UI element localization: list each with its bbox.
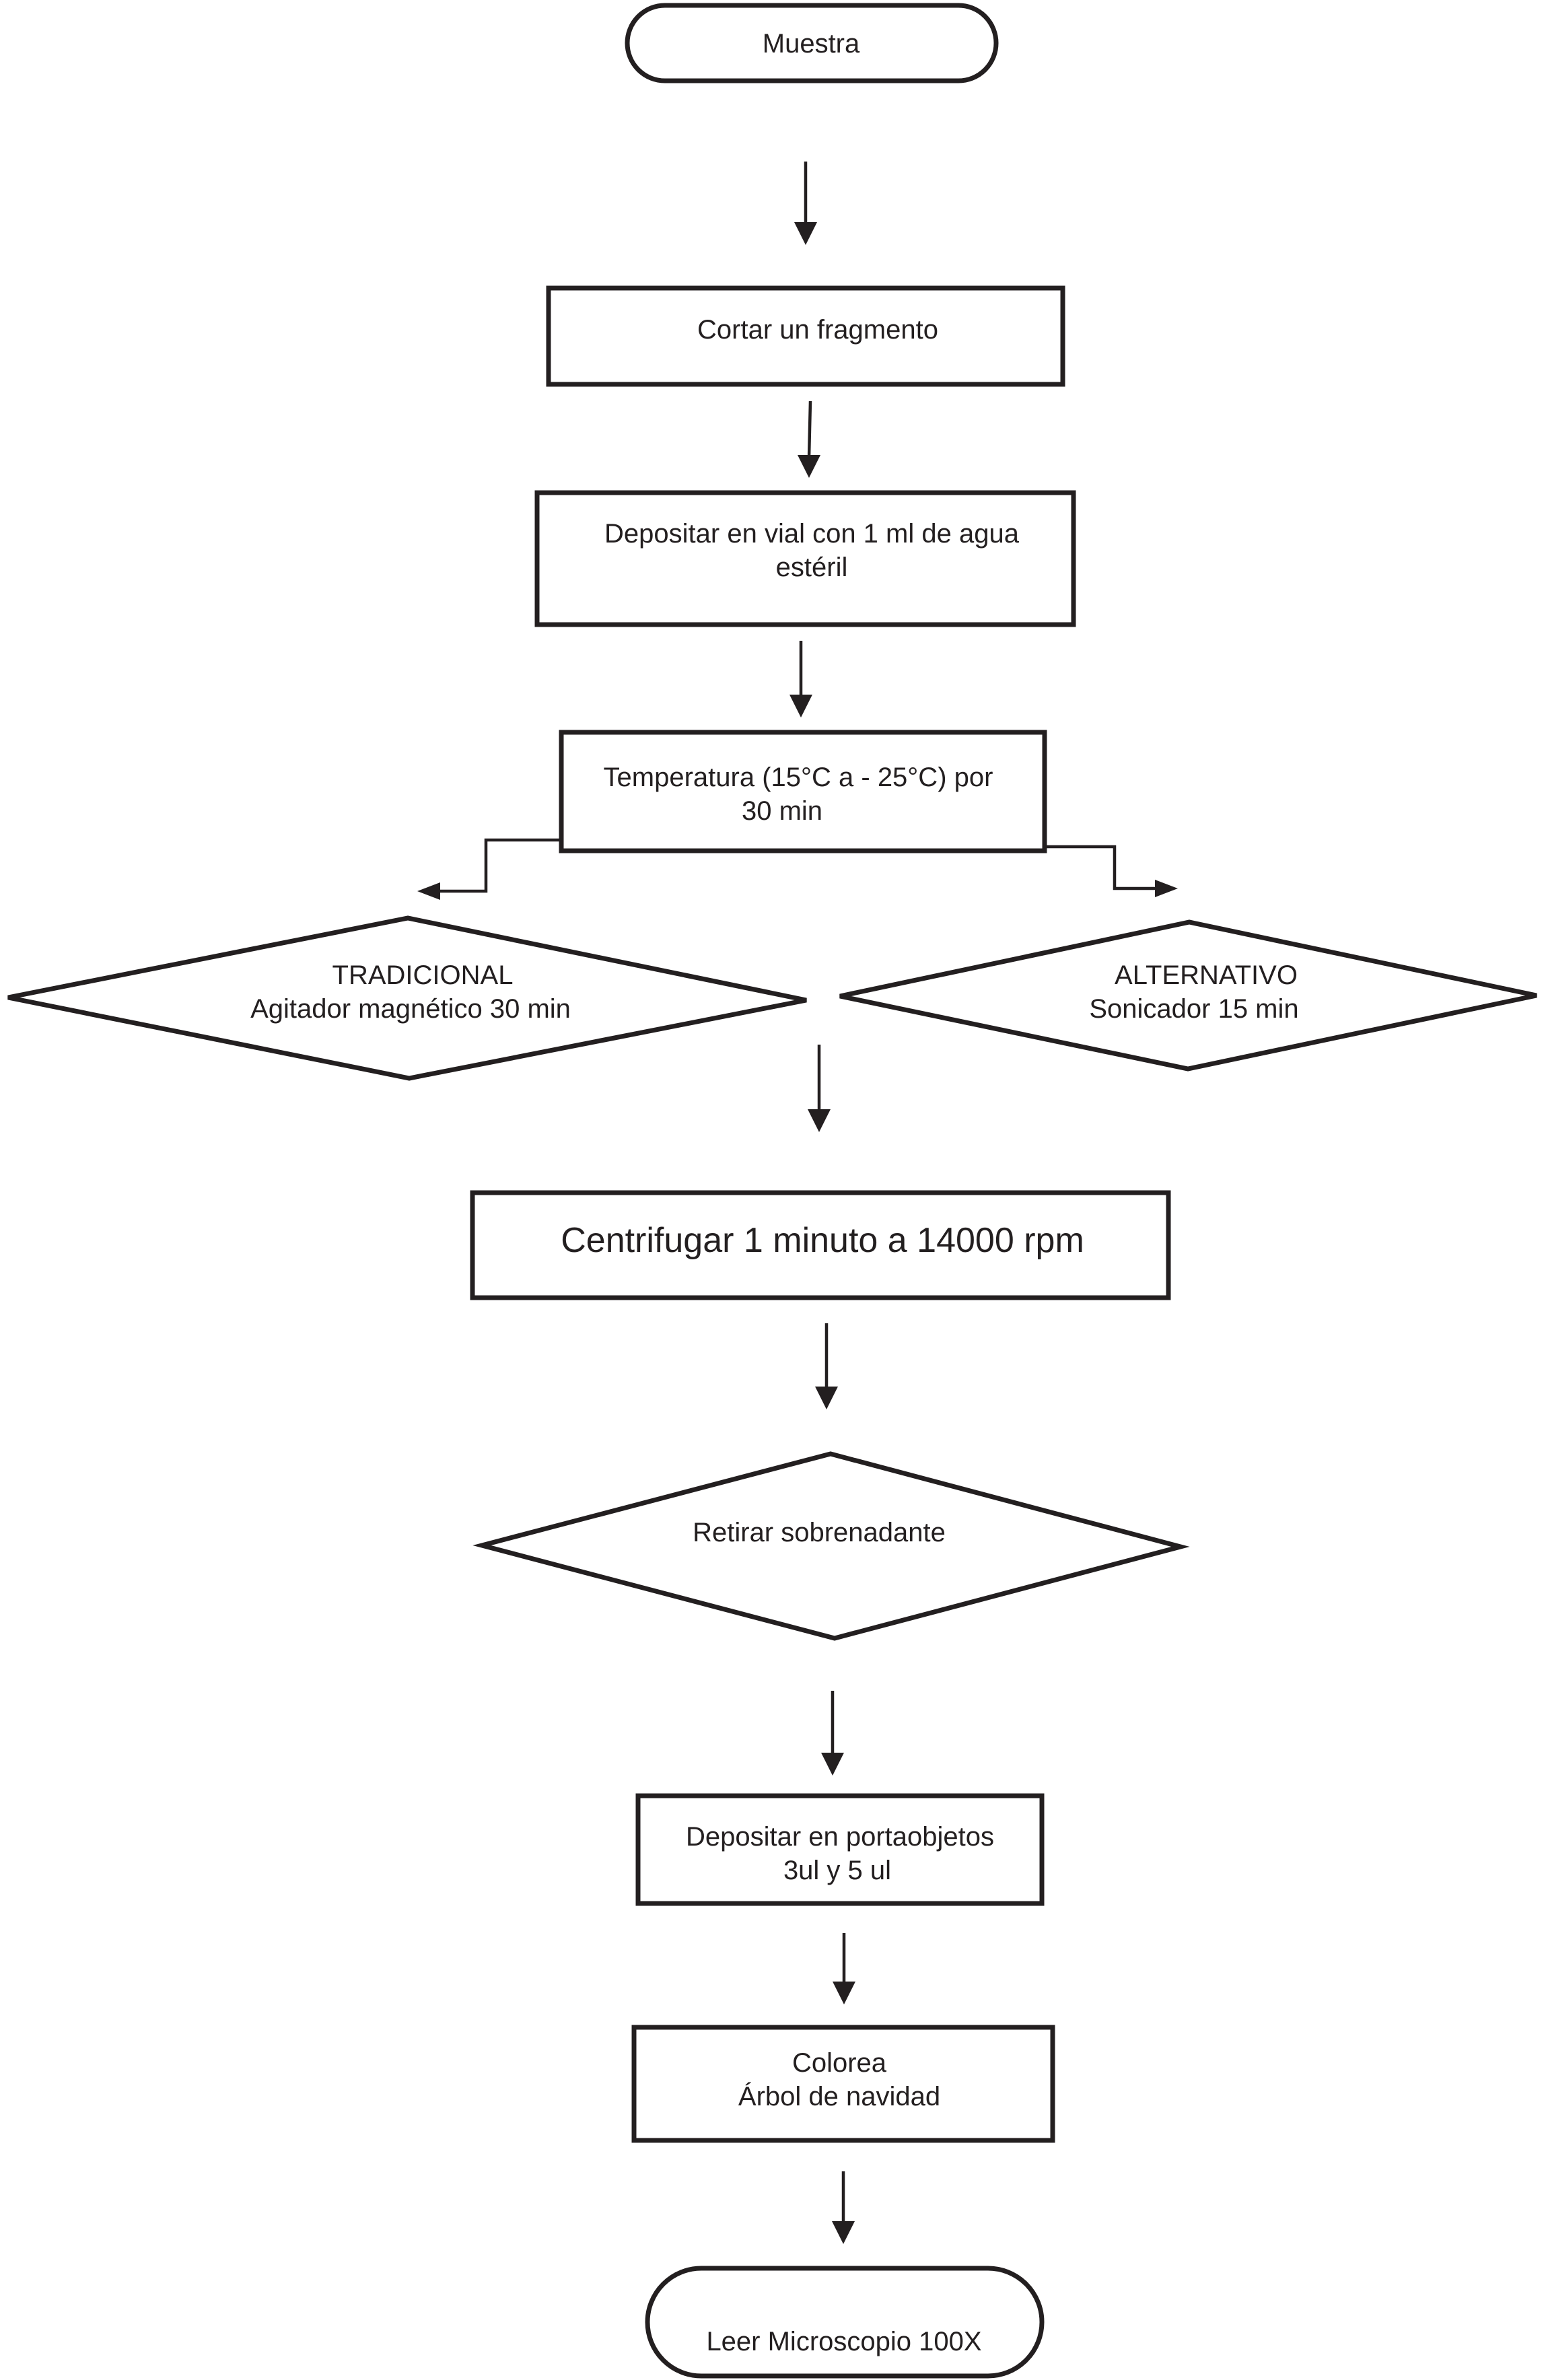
remove-supernatant-diamond: Retirar sobrenadante bbox=[472, 1451, 1190, 1641]
deposit-slide-process-box: Depositar en portaobjetos 3ul y 5 ul bbox=[635, 1793, 1045, 1906]
deposit-slide-line1: Depositar en portaobjetos bbox=[686, 1822, 994, 1852]
traditional-line1: TRADICIONAL bbox=[332, 960, 514, 990]
end-terminator: Leer Microscopio 100X bbox=[645, 2266, 1045, 2379]
temperature-process-box: Temperatura (15°C a - 25°C) por 30 min bbox=[559, 730, 1047, 853]
centrifuge-label: Centrifugar 1 minuto a 14000 rpm bbox=[561, 1221, 1084, 1260]
arrowhead-slide-to-stain bbox=[833, 1982, 855, 2004]
arrowhead-vial-to-temperature bbox=[789, 695, 812, 718]
cut-label: Cortar un fragmento bbox=[697, 315, 938, 345]
stain-process-box: Colorea Árbol de navidad bbox=[631, 2025, 1055, 2143]
traditional-decision-diamond: TRADICIONAL Agitador magnético 30 min bbox=[7, 915, 807, 1081]
arrowhead-cut-to-vial bbox=[798, 455, 820, 478]
start-terminator: Muestra bbox=[625, 3, 999, 83]
arrowhead-to-traditional bbox=[417, 882, 440, 900]
arrowhead-to-alternative bbox=[1155, 880, 1178, 897]
alternative-line2: Sonicador 15 min bbox=[1089, 994, 1298, 1024]
temperature-line2: 30 min bbox=[742, 796, 822, 826]
deposit-vial-line1: Depositar en vial con 1 ml de agua bbox=[604, 519, 1020, 549]
arrowhead-remove-to-slide bbox=[821, 1753, 844, 1776]
connector-temperature-to-traditional bbox=[437, 838, 561, 893]
traditional-line2: Agitador magnético 30 min bbox=[250, 994, 571, 1024]
centrifuge-process-box: Centrifugar 1 minuto a 14000 rpm bbox=[470, 1190, 1171, 1300]
arrowhead-start-to-cut bbox=[794, 222, 817, 245]
temperature-line1: Temperatura (15°C a - 25°C) por bbox=[604, 763, 993, 792]
end-label: Leer Microscopio 100X bbox=[706, 2327, 981, 2356]
alternative-decision-diamond: ALTERNATIVO Sonicador 15 min bbox=[839, 919, 1537, 1072]
arrow-cut-to-vial bbox=[807, 400, 812, 458]
deposit-slide-line2: 3ul y 5 ul bbox=[783, 1856, 891, 1885]
arrowhead-to-centrifuge bbox=[808, 1109, 831, 1132]
start-label: Muestra bbox=[763, 29, 860, 59]
arrowhead-centrifuge-to-remove bbox=[815, 1387, 838, 1409]
alternative-line1: ALTERNATIVO bbox=[1115, 960, 1298, 990]
arrowhead-stain-to-end bbox=[832, 2221, 855, 2244]
stain-line2: Árbol de navidad bbox=[738, 2081, 940, 2111]
stain-line1: Colorea bbox=[792, 2048, 887, 2078]
connector-temperature-to-alternative bbox=[1045, 845, 1158, 890]
remove-label: Retirar sobrenadante bbox=[693, 1518, 946, 1547]
deposit-vial-line2: estéril bbox=[776, 553, 848, 582]
cut-process-box: Cortar un fragmento bbox=[546, 285, 1065, 387]
deposit-vial-process-box: Depositar en vial con 1 ml de agua estér… bbox=[534, 490, 1076, 627]
